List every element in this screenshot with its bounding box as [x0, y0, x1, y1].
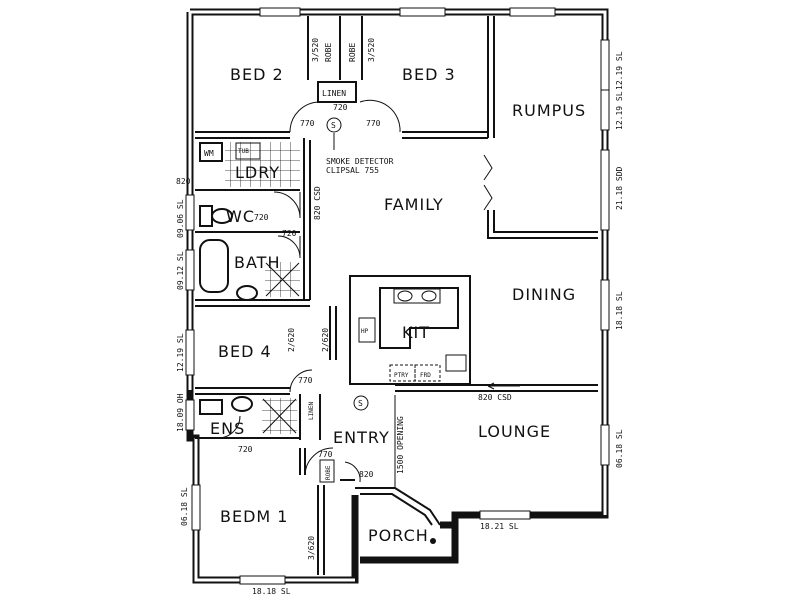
- room-label-bed2: BED 2: [230, 65, 284, 84]
- smoke-detector-note-line2: CLIPSAL 755: [326, 166, 379, 175]
- dim-720-ens: 720: [238, 445, 253, 454]
- dim-0912sl: 09.12 SL: [176, 251, 185, 290]
- room-label-ldry: LDRY: [235, 163, 280, 182]
- room-label-entry: ENTRY: [333, 428, 390, 447]
- dim-720-bath: 720: [282, 229, 297, 238]
- dim-770-entry: 770: [318, 450, 333, 459]
- linen-label-mid: LINEN: [308, 402, 315, 420]
- dim-3520-a: 3/520: [311, 38, 320, 62]
- dim-820csd-dining: 820 CSD: [478, 393, 512, 402]
- room-label-bath: BATH: [234, 253, 280, 272]
- dim-0618sl-left: 06.18 SL: [180, 487, 189, 526]
- dim-0618sl-right: 06.18 SL: [615, 429, 624, 468]
- dim-3620: 3/620: [307, 536, 316, 560]
- room-label-wc: WC: [226, 207, 255, 226]
- dim-1818sl-bottom: 18.18 SL: [252, 587, 291, 596]
- door-swings: [217, 99, 401, 483]
- dim-770-bed3: 770: [366, 119, 381, 128]
- smoke-detector-entry: S: [353, 395, 369, 411]
- room-label-porch: PORCH: [368, 526, 429, 545]
- room-label-lounge: LOUNGE: [478, 422, 551, 441]
- smoke-symbol: S: [331, 121, 336, 130]
- dim-820-ldry: 820: [176, 177, 191, 186]
- smoke-detector-top: S: [326, 117, 342, 150]
- dim-820csd-ldry: 820 CSD: [313, 186, 322, 220]
- dim-720-linen: 720: [333, 103, 348, 112]
- windows: [185, 7, 610, 585]
- room-label-ens: ENS: [210, 419, 245, 438]
- dim-770-bed4: 770: [298, 376, 313, 385]
- room-label-family: FAMILY: [384, 195, 444, 214]
- room-label-bed3: BED 3: [402, 65, 456, 84]
- dim-1219sl-r2: 12.19 SL: [615, 91, 624, 130]
- dim-1821sl: 18.21 SL: [480, 522, 519, 531]
- smoke-symbol-2: S: [358, 399, 363, 408]
- frd-label: FRD: [420, 372, 431, 379]
- dim-0906sl: 09.06 SL: [176, 199, 185, 238]
- dim-1809oh: 18.09 OH: [176, 393, 185, 432]
- dim-2620-a: 2/620: [287, 328, 296, 352]
- room-label-dining: DINING: [512, 285, 576, 304]
- room-label-bedm1: BEDM 1: [220, 507, 288, 526]
- dim-1219sl-left: 12.19 SL: [176, 333, 185, 372]
- robe-label-right: ROBE: [348, 43, 357, 62]
- dim-3520-b: 3/520: [367, 38, 376, 62]
- robe-label-left: ROBE: [324, 43, 333, 62]
- dim-820-entry: 820: [359, 470, 374, 479]
- laundry-tiles: [225, 142, 300, 187]
- dim-2620-b: 2/620: [321, 328, 330, 352]
- dim-770-bed2: 770: [300, 119, 315, 128]
- internal-walls: [195, 16, 598, 575]
- dim-1500-opening: 1500 OPENING: [396, 416, 405, 474]
- csd-arrow: [487, 382, 520, 390]
- smoke-detector-note-line1: SMOKE DETECTOR: [326, 157, 394, 166]
- tub-label: TUB: [238, 148, 249, 155]
- linen-label-top: LINEN: [322, 89, 346, 98]
- fixtures: [199, 142, 493, 544]
- robe-label-entry: ROBE: [325, 465, 332, 480]
- ptry-label: PTRY: [394, 372, 409, 379]
- room-label-rumpus: RUMPUS: [512, 101, 586, 120]
- hp-label: HP: [361, 328, 369, 335]
- room-label-bed4: BED 4: [218, 342, 272, 361]
- wm-label: WM: [204, 149, 214, 158]
- dim-2118sdd: 21.18 SDD: [615, 166, 624, 210]
- dim-720-wc: 720: [254, 213, 269, 222]
- dim-1219sl-r1: 12.19 SL: [615, 51, 624, 90]
- room-label-kit: KIT: [402, 323, 430, 342]
- dim-1818sl-right: 18.18 SL: [615, 291, 624, 330]
